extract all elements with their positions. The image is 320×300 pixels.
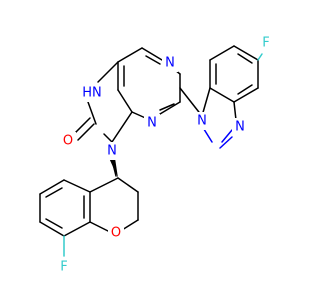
bond (233, 101, 237, 121)
bond (233, 87, 259, 103)
bond (221, 129, 233, 143)
atom-nitrogen-purine-9: N (104, 142, 120, 160)
bond (87, 101, 97, 125)
bond (179, 87, 203, 117)
atom-label: N (235, 120, 245, 135)
bond (111, 111, 133, 143)
bond (117, 47, 143, 63)
bond (141, 47, 163, 61)
atom-nitrogen-h: HN (80, 84, 104, 102)
bond (219, 136, 233, 149)
atom-label: N (165, 56, 175, 71)
bond (201, 87, 211, 117)
bond (121, 219, 139, 231)
atom-label: N (147, 116, 157, 131)
atom-label: O (111, 226, 121, 241)
bond (257, 53, 263, 61)
bond (209, 87, 235, 103)
atom-label: F (262, 36, 269, 51)
atom-label: O (63, 134, 73, 149)
atom-label: F (60, 260, 67, 275)
bond (45, 187, 63, 198)
atom-layer: F N N N N HN N O (56, 34, 274, 276)
bond (63, 179, 91, 193)
bond-layer (39, 45, 263, 257)
atom-fluorine-chroman: F (56, 258, 72, 276)
bond (145, 55, 161, 65)
atom-nitrogen-purine-3: N (144, 114, 160, 132)
atom-label: HN (82, 86, 102, 101)
bond (39, 179, 65, 195)
atom-fluorine-benzimidazole: F (258, 34, 274, 52)
bond (159, 101, 181, 115)
bond (89, 177, 119, 193)
bond (73, 117, 91, 135)
molecule-structure: F N N N N HN N O (39, 34, 274, 276)
bond (209, 45, 235, 61)
bond (45, 218, 63, 229)
atom-oxygen-carbonyl: O (60, 132, 76, 150)
bond (237, 53, 253, 64)
bond (97, 61, 119, 83)
bond (233, 45, 259, 61)
atom-oxygen-chroman: O (108, 224, 124, 242)
atom-label: N (197, 114, 207, 129)
stereo-wedge (109, 158, 118, 178)
bond (103, 133, 113, 143)
bond (237, 84, 253, 95)
bond (77, 123, 95, 141)
bond (117, 177, 139, 193)
atom-nitrogen-purine-1: N (162, 54, 178, 72)
atom-nitrogen-bzim-1: N (194, 112, 210, 130)
bond (117, 89, 133, 113)
bond (39, 221, 65, 237)
bond (89, 221, 111, 233)
bond (159, 103, 175, 111)
bond (63, 221, 91, 237)
atom-label: N (107, 144, 117, 159)
atom-nitrogen-bzim-3: N (232, 118, 248, 136)
